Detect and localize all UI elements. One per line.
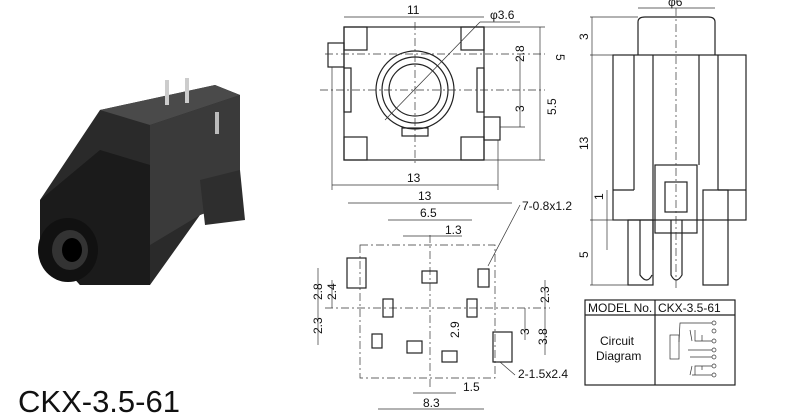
front-width-bottom: 13 [407,171,421,185]
fp-holes: 7-0.8x1.2 [522,199,572,213]
fp-slots: 2-1.5x2.4 [518,367,568,381]
footprint-view [317,202,550,410]
product-photo [38,78,245,285]
front-dim-5-5: 5.5 [545,98,559,115]
model-title: CKX-3.5-61 [18,384,180,416]
front-width-top: 11 [407,3,420,17]
fp-dim-8-3: 8.3 [423,396,440,410]
fp-dim-2-3-left: 2.3 [311,317,325,334]
side-view [590,7,747,290]
front-dim-5: 5 [553,54,567,61]
model-table [584,299,736,386]
fp-dim-3-8: 3.8 [536,328,550,345]
side-dim-5: 5 [577,251,591,258]
circuit-diagram-icon [669,320,717,378]
fp-dim-2-4: 2.4 [325,283,339,300]
model-value: CKX-3.5-61 [658,301,721,315]
fp-dim-2-9: 2.9 [448,321,462,338]
front-dim-3: 3 [513,105,527,112]
fp-dim-6-5: 6.5 [420,206,437,220]
side-diameter: φ6 [668,0,683,9]
front-diameter: φ3.6 [490,8,515,22]
fp-dim-2-8: 2.8 [311,283,325,300]
fp-dim-2-3-right: 2.3 [538,286,552,303]
fp-dim-1-3: 1.3 [445,223,462,237]
front-view [320,16,545,190]
front-dim-2-8: 2.8 [513,45,527,62]
fp-dim-1-5: 1.5 [463,380,480,394]
circuit-label-1: Circuit [600,334,635,348]
side-dim-13: 13 [577,136,591,150]
circuit-label-2: Diagram [596,349,641,363]
side-dim-3: 3 [577,33,591,40]
fp-dim-13: 13 [418,189,432,203]
fp-dim-3: 3 [518,328,532,335]
model-label: MODEL No. [588,301,652,315]
side-dim-1: 1 [592,193,606,200]
